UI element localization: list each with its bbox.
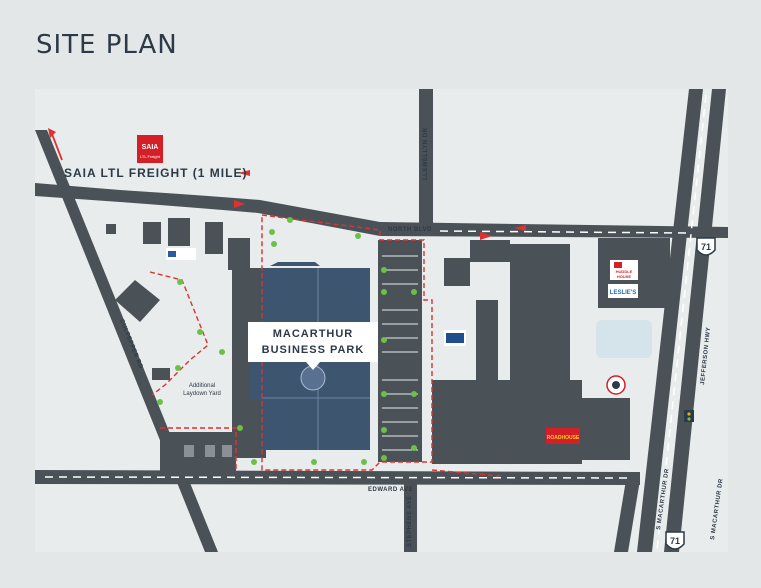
laydown-label-line2: Laydown Yard [183, 391, 221, 397]
huddle-house-logo: HUDDLE HOUSE [610, 260, 638, 280]
saia-logo: SAIA LTL Freight [137, 135, 163, 163]
property-name-line2: BUSINESS PARK [262, 344, 365, 356]
property-name-line1: MACARTHUR [273, 328, 354, 340]
street-label-stephens: STEPHENS AVE [407, 495, 413, 547]
svg-text:LTL Freight: LTL Freight [140, 154, 161, 159]
svg-text:LESLIE'S: LESLIE'S [610, 290, 636, 296]
site-map[interactable]: 71 71 NORTH BLVD LLEWELLYN DR CULPEPPER … [35, 89, 728, 552]
fairfield-logo [444, 330, 466, 346]
roadhouse-logo: ROADHOUSE [546, 428, 580, 444]
us-71-shield-north: 71 [696, 237, 716, 256]
retention-pond [596, 320, 652, 358]
us-71-label: 71 [670, 536, 680, 546]
svg-text:HUDDLE: HUDDLE [616, 269, 633, 274]
laydown-label-line1: Additional [189, 383, 215, 389]
page-title: SITE PLAN [36, 30, 178, 60]
traffic-arrows [234, 170, 526, 240]
property-boundary [149, 214, 501, 477]
saia-callout: SAIA LTL FREIGHT (1 MILE) [64, 166, 247, 180]
us-71-label: 71 [701, 242, 711, 252]
svg-text:HOUSE: HOUSE [617, 274, 632, 279]
svg-text:ROADHOUSE: ROADHOUSE [547, 435, 580, 441]
leslies-logo: LESLIE'S [608, 284, 638, 298]
trees [157, 217, 417, 465]
parking-lot [378, 240, 422, 462]
crossroads-logo [166, 248, 196, 260]
svg-text:SAIA: SAIA [142, 144, 159, 151]
panda-express-logo [606, 375, 626, 395]
street-label-llewellyn: LLEWELLYN DR [423, 127, 429, 180]
road-median-dashes [44, 94, 707, 551]
traffic-light-icon [684, 410, 694, 422]
north-arrow-icon [48, 128, 56, 138]
site-map-svg: 71 71 NORTH BLVD LLEWELLYN DR CULPEPPER … [35, 89, 728, 552]
property-callout: MACARTHUR BUSINESS PARK [248, 322, 378, 370]
us-71-shield-south: 71 [665, 531, 685, 550]
street-label-edward: EDWARD AVE [368, 487, 413, 493]
street-label-north-blvd: NORTH BLVD [388, 227, 432, 233]
